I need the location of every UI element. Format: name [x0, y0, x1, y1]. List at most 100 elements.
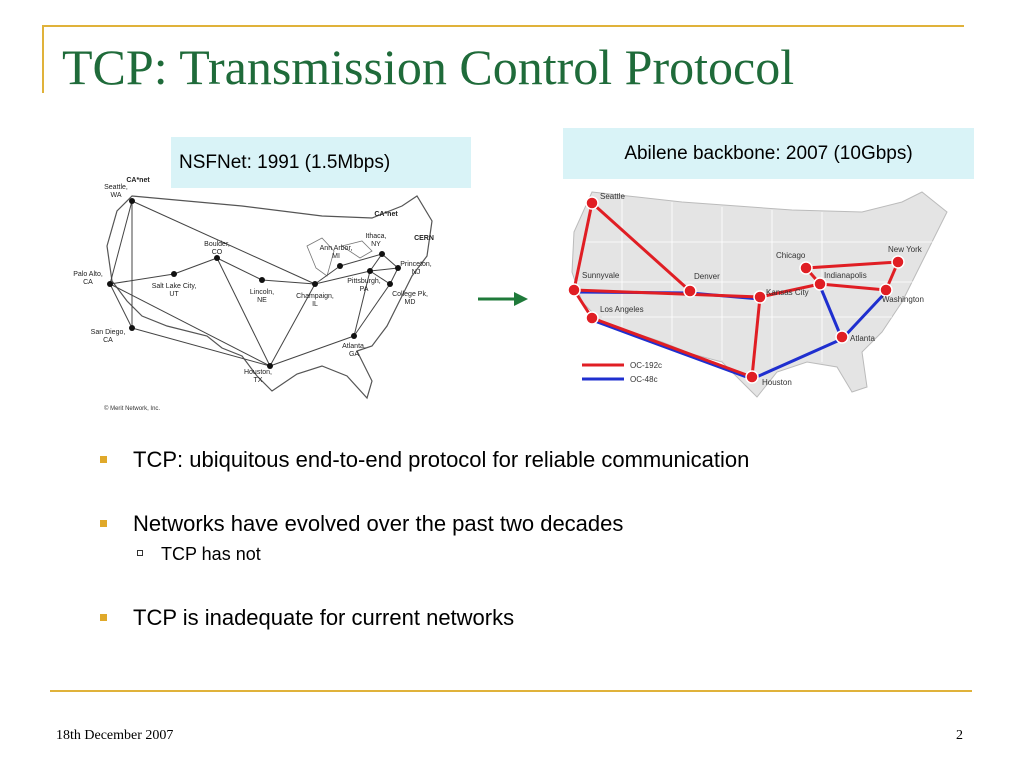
abilene-node-houston — [745, 370, 759, 384]
bullet-text: Networks have evolved over the past two … — [133, 511, 624, 536]
nsfnet-label-salt-lake-city-ut: UT — [169, 291, 179, 298]
nsfnet-label-ann-arbor-mi: MI — [332, 253, 340, 260]
nsfnet-label-ithaca-ny: Ithaca, — [365, 233, 386, 240]
bullet-marker — [100, 614, 107, 621]
us-outline-left — [106, 195, 433, 400]
abilene-node-denver — [683, 284, 697, 298]
nsfnet-label-ithaca-ny: NY — [371, 241, 381, 248]
nsfnet-label-atlanta-ga: GA — [349, 351, 359, 358]
great-lakes-left — [306, 237, 373, 277]
nsfnet-link-pittsburgh-pa-ithaca-ny — [369, 253, 383, 272]
nsfnet-label-san-diego-ca: CA — [103, 337, 113, 344]
nsfnet-label-champaign-il: Champaign, — [296, 293, 334, 300]
nsfnet-node-ann-arbor-mi — [337, 263, 343, 269]
nsfnet-caption: NSFNet: 1991 (1.5Mbps) — [171, 137, 471, 188]
legend-oc192c: OC-192c — [630, 361, 662, 370]
nsfnet-label-college-pk-md: College Pk, — [392, 291, 428, 298]
arrow-icon — [478, 292, 528, 306]
abilene-oc48c-link-houston-atlanta — [751, 337, 843, 381]
bullet-2: Networks have evolved over the past two … — [100, 511, 623, 537]
nsfnet-link-boulder-co-houston-tx — [216, 257, 271, 367]
nsfnet-extra-label-ca-net: CA*net — [126, 177, 150, 184]
nsfnet-node-palo-alto-ca — [107, 281, 113, 287]
nsfnet-label-boulder-co: Boulder, — [204, 241, 230, 248]
nsfnet-label-ann-arbor-mi: Ann Arbor, — [320, 245, 353, 252]
legend-oc48c: OC-48c — [630, 375, 658, 384]
abilene-oc192c-link-seattle-denver — [590, 201, 692, 293]
abilene-label-atlanta: Atlanta — [850, 334, 875, 343]
abilene-oc192c-link-los-angeles-houston — [591, 316, 753, 379]
left-accent-rule — [42, 25, 44, 93]
bullet-1: TCP: ubiquitous end-to-end protocol for … — [100, 447, 749, 473]
copyright-text: © Merit Network, Inc. — [104, 405, 160, 412]
abilene-oc192c-link-chicago-new-york — [805, 260, 899, 270]
nsfnet-link-palo-alto-ca-san-diego-ca — [109, 283, 133, 329]
nsfnet-node-boulder-co — [214, 255, 220, 261]
nsfnet-link-ithaca-ny-princeton-nj — [381, 253, 399, 269]
abilene-oc192c-link-kansas-city-indianapolis — [759, 282, 821, 299]
abilene-oc48c-link-los-angeles-houston — [591, 318, 753, 381]
abilene-node-sunnyvale — [567, 283, 581, 297]
abilene-label-chicago: Chicago — [776, 251, 806, 260]
nsfnet-link-palo-alto-ca-houston-tx — [109, 283, 271, 367]
abilene-label-indianapolis: Indianapolis — [824, 271, 867, 280]
nsfnet-link-lincoln-ne-champaign-il — [261, 279, 316, 285]
abilene-label-new-york: New York — [888, 245, 923, 254]
nsfnet-node-champaign-il — [312, 281, 318, 287]
nsfnet-label-palo-alto-ca: CA — [83, 279, 93, 286]
nsfnet-label-lincoln-ne: Lincoln, — [250, 289, 274, 296]
abilene-oc192c-link-seattle-sunnyvale — [572, 202, 594, 291]
nsfnet-extra-label-ca-net: CA*net — [374, 211, 398, 218]
nsfnet-link-pittsburgh-pa-college-pk-md — [369, 270, 391, 285]
bullet-text: TCP is inadequate for current networks — [133, 605, 515, 630]
sub-bullet-marker — [137, 550, 143, 556]
nsfnet-label-princeton-nj: NJ — [412, 269, 421, 276]
top-accent-rule — [42, 25, 964, 27]
abilene-node-washington — [879, 283, 893, 297]
slide-title: TCP: Transmission Control Protocol — [62, 39, 795, 95]
nsfnet-label-houston-tx: TX — [254, 377, 263, 384]
map-legend: OC-192c OC-48c — [582, 361, 662, 384]
page-number: 2 — [956, 728, 963, 743]
nsfnet-node-atlanta-ga — [351, 333, 357, 339]
nsfnet-link-houston-tx-atlanta-ga — [269, 335, 355, 367]
abilene-label-kansas-city: Kansas City — [766, 288, 809, 297]
bottom-accent-rule — [50, 690, 972, 692]
nsfnet-label-princeton-nj: Princeton, — [400, 261, 432, 268]
nsfnet-label-atlanta-ga: Atlanta, — [342, 343, 366, 350]
nsfnet-label-seattle-wa: Seattle, — [104, 184, 128, 191]
abilene-node-kansas-city — [753, 290, 767, 304]
nsfnet-label-college-pk-md: MD — [405, 299, 416, 306]
abilene-caption: Abilene backbone: 2007 (10Gbps) — [563, 128, 974, 179]
nsfnet-link-palo-alto-ca-salt-lake-city-ut — [109, 273, 175, 285]
abilene-oc48c-link-atlanta-washington — [840, 290, 888, 341]
sub-bullet-text: TCP has not — [161, 544, 261, 564]
abilene-label-los-angeles: Los Angeles — [600, 305, 644, 314]
nsfnet-node-salt-lake-city-ut — [171, 271, 177, 277]
bullet-3: TCP is inadequate for current networks — [100, 605, 514, 631]
nsfnet-extra-label-cern: CERN — [414, 235, 434, 242]
nsfnet-label-salt-lake-city-ut: Salt Lake City, — [152, 283, 197, 290]
nsfnet-label-seattle-wa: WA — [110, 192, 121, 199]
nsfnet-label-houston-tx: Houston, — [244, 369, 272, 376]
abilene-oc192c-link-kansas-city-houston — [750, 296, 762, 378]
abilene-label-seattle: Seattle — [600, 192, 625, 201]
nsfnet-label-champaign-il: IL — [312, 301, 318, 308]
bullet-marker — [100, 520, 107, 527]
nsfnet-label-pittsburgh-pa: PA — [360, 286, 369, 293]
nsfnet-node-houston-tx — [267, 363, 273, 369]
nsfnet-link-atlanta-ga-college-pk-md — [353, 283, 391, 337]
nsfnet-node-princeton-nj — [395, 265, 401, 271]
nsfnet-link-champaign-il-houston-tx — [269, 283, 316, 367]
abilene-oc48c-link-atlanta-indianapolis — [818, 285, 844, 340]
abilene-node-seattle — [585, 196, 599, 210]
nsfnet-link-champaign-il-pittsburgh-pa — [314, 270, 371, 285]
nsfnet-link-pittsburgh-pa-princeton-nj — [369, 267, 399, 272]
nsfnet-label-san-diego-ca: San Diego, — [91, 329, 126, 336]
nsfnet-link-seattle-wa-palo-alto-ca — [109, 200, 133, 285]
abilene-oc192c-link-sunnyvale-kansas-city — [573, 288, 761, 299]
footer-date: 18th December 2007 — [56, 728, 174, 743]
abilene-node-new-york — [891, 255, 905, 269]
nsfnet-link-atlanta-ga-pittsburgh-pa — [353, 270, 371, 337]
